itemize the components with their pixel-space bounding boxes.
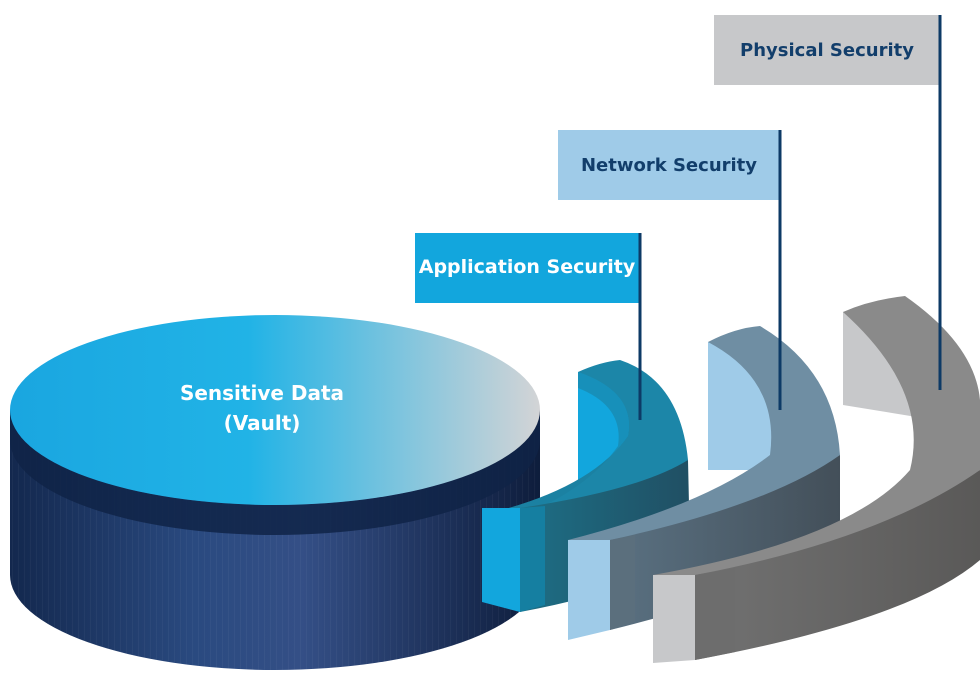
physical-arc-outer-face <box>695 470 980 660</box>
application-arc-end-face-inner <box>520 506 545 612</box>
physical-tag-label: Physical Security <box>740 40 914 61</box>
network-arc-top <box>568 326 840 545</box>
application-security-tag: Application Security <box>415 233 642 420</box>
network-tag-label: Network Security <box>581 155 757 176</box>
physical-arc-end-face <box>653 575 695 663</box>
application-arc-end-face <box>482 508 520 612</box>
network-tag-box <box>558 130 780 200</box>
vault-label-line2: (Vault) <box>224 411 301 435</box>
physical-security-arc <box>653 296 980 663</box>
vault-cylinder: Sensitive Data (Vault) <box>10 315 540 670</box>
vault-top-rim <box>10 410 540 535</box>
network-security-tag: Network Security <box>558 130 782 410</box>
physical-security-tag: Physical Security <box>714 15 942 390</box>
network-arc-end-face <box>568 540 610 640</box>
vault-top <box>10 315 540 505</box>
application-tag-box <box>415 233 640 303</box>
physical-tag-box <box>714 15 940 85</box>
vault-label-line1: Sensitive Data <box>180 381 344 405</box>
application-tag-label: Application Security <box>419 256 636 278</box>
network-arc-end-face-inner <box>610 535 635 630</box>
physical-arc-end-face-inner <box>695 568 735 660</box>
application-security-arc <box>482 360 690 612</box>
application-arc-top <box>482 360 688 515</box>
physical-arc-top <box>653 296 980 578</box>
